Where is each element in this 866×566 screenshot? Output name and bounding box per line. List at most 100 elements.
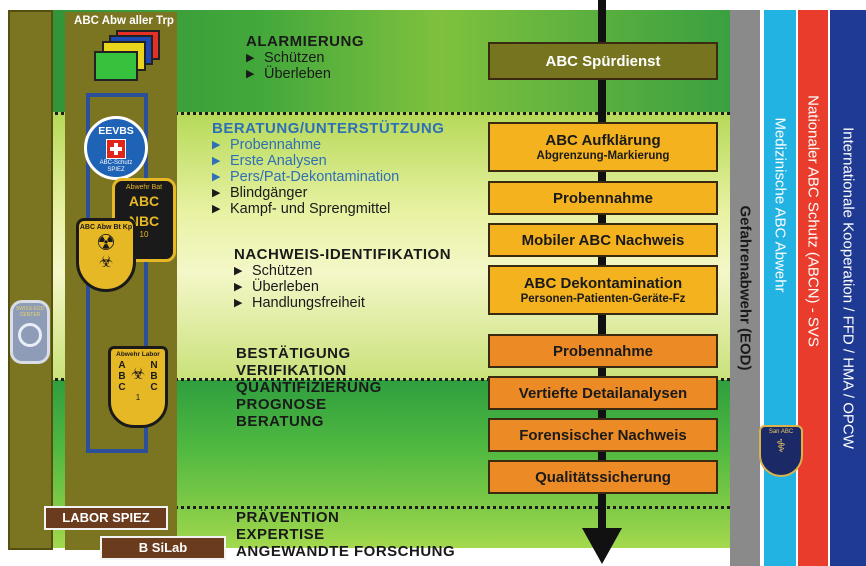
box-abc-spuerdienst: ABC Spürdienst: [488, 42, 718, 80]
list-item-text: Pers/Pat-Dekontamination: [230, 169, 400, 185]
eevbs-emblem: EEVBS ABC-Schutz SPIEZ: [84, 116, 148, 180]
list-item: ▶ Überleben: [234, 279, 451, 295]
list-item: ▶ Pers/Pat-Dekontamination: [212, 169, 444, 185]
list-item-text: Kampf- und Sprengmittel: [230, 201, 391, 217]
stripe-gefahrenabwehr: Gefahrenabwehr (EOD): [730, 10, 760, 566]
triangle-bullet-icon: ▶: [234, 281, 243, 293]
section-line: PROGNOSE: [236, 396, 327, 413]
box-qualitaetssicherung: Qualitätssicherung: [488, 460, 718, 494]
section-alarmierung: ALARMIERUNG ▶ Schützen ▶ Überleben: [246, 33, 364, 82]
box-title: Qualitätssicherung: [535, 468, 671, 486]
box-vertiefte-detailanalysen: Vertiefte Detailanalysen: [488, 376, 718, 410]
abc-abw-kp-title: ABC Abw Bt Kp: [79, 224, 133, 231]
section-line: VERIFIKATION: [236, 362, 347, 379]
box-probennahme-labor: Probennahme: [488, 334, 718, 368]
abwehr-labor-badge: Abwehr Labor A B C ☣ N B C 1: [108, 346, 168, 428]
abwehr-bat-line2: NBC: [128, 213, 160, 229]
list-item-text: Probennahme: [230, 137, 322, 153]
eod-ring-icon: [18, 323, 42, 347]
list-item: ▶ Kampf- und Sprengmittel: [212, 201, 444, 217]
stripe-internationale-kooperation: Internationale Kooperation / FFD / HMA /…: [830, 10, 866, 566]
box-mobiler-abc-nachweis: Mobiler ABC Nachweis: [488, 223, 718, 257]
list-item-text: Handlungsfreiheit: [252, 295, 365, 311]
list-item: ▶ Erste Analysen: [212, 153, 444, 169]
list-item-text: Erste Analysen: [230, 153, 327, 169]
box-title: Probennahme: [552, 189, 654, 207]
list-item: ▶ Schützen: [234, 263, 451, 279]
list-item-text: Schützen: [252, 263, 313, 279]
section-title: BERATUNG/UNTERSTÜTZUNG: [212, 120, 445, 137]
biohazard-icon: ☣: [98, 254, 114, 271]
abwehr-labor-right: N B C: [150, 360, 158, 393]
section-title: ALARMIERUNG: [246, 33, 364, 50]
triangle-bullet-icon: ▶: [212, 139, 221, 151]
section-line: BERATUNG: [236, 413, 324, 430]
section-praevention: PRÄVENTION EXPERTISE ANGEWANDTE FORSCHUN…: [236, 509, 455, 560]
pillar-label: ABC Abw aller Trp: [74, 15, 174, 27]
section-title: NACHWEIS-IDENTIFIKATION: [234, 246, 452, 263]
section-line: PRÄVENTION: [236, 509, 340, 526]
b-silab-label: B SiLab: [100, 536, 226, 560]
section-line: ANGEWANDTE FORSCHUNG: [236, 543, 456, 560]
stripe-label: Medizinische ABC Abwehr: [771, 117, 789, 293]
box-title: ABC Spürdienst: [545, 52, 661, 70]
triangle-bullet-icon: ▶: [234, 297, 243, 309]
abwehr-bat-line1: ABC: [128, 193, 160, 209]
separator-line: [8, 112, 730, 115]
separator-line: [8, 378, 730, 381]
box-title: ABC Dekontamination: [523, 274, 683, 292]
section-line: BESTÄTIGUNG: [236, 345, 351, 362]
triangle-bullet-icon: ▶: [212, 203, 221, 215]
triangle-bullet-icon: ▶: [212, 155, 221, 167]
box-title: Forensischer Nachweis: [519, 426, 687, 444]
separator-line: [8, 506, 730, 509]
stack-rect-green: [94, 51, 138, 81]
box-subtitle: Personen-Patienten-Geräte-Fz: [520, 292, 686, 305]
list-item: ▶ Handlungsfreiheit: [234, 295, 451, 311]
list-item: ▶ Überleben: [246, 66, 364, 82]
box-forensischer-nachweis: Forensischer Nachweis: [488, 418, 718, 452]
box-subtitle: Abgrenzung-Markierung: [536, 149, 670, 162]
stripe-medizinische-abc-abwehr: Medizinische ABC Abwehr: [764, 10, 796, 566]
labor-spiez-label: LABOR SPIEZ: [44, 506, 168, 530]
eevbs-subtitle: ABC-Schutz SPIEZ: [99, 160, 133, 173]
stripe-label: Nationaler ABC Schutz (ABCN) - SVS: [804, 95, 822, 348]
triangle-bullet-icon: ▶: [246, 52, 255, 64]
list-item-text: Blindgänger: [230, 185, 308, 201]
radiation-icon: ☢: [96, 230, 116, 255]
abwehr-bat-number: 10: [139, 230, 149, 239]
list-item-text: Überleben: [264, 66, 331, 82]
box-title: ABC Aufklärung: [545, 131, 661, 149]
section-bestaetigung: BESTÄTIGUNG VERIFIKATION QUANTIFIZIERUNG…: [236, 345, 382, 430]
swiss-cross-icon: [106, 139, 126, 159]
list-item: ▶ Blindgänger: [212, 185, 444, 201]
stripe-label: Gefahrenabwehr (EOD): [736, 205, 754, 371]
caduceus-icon: ⚕: [776, 436, 786, 456]
box-title: Probennahme: [552, 342, 654, 360]
box-title: Mobiler ABC Nachweis: [521, 231, 685, 249]
section-beratung: BERATUNG/UNTERSTÜTZUNG ▶ Probennahme ▶ Ers…: [212, 120, 444, 217]
list-item: ▶ Schützen: [246, 50, 364, 66]
triangle-bullet-icon: ▶: [246, 68, 255, 80]
box-probennahme: Probennahme: [488, 181, 718, 215]
list-item-text: Schützen: [264, 50, 325, 66]
list-item: ▶ Probennahme: [212, 137, 444, 153]
pillar-eod: [8, 10, 53, 550]
section-line: QUANTIFIZIERUNG: [236, 379, 382, 396]
stripe-label: Internationale Kooperation / FFD / HMA /…: [839, 127, 857, 449]
swiss-eod-center-emblem: SWISS EOD CENTER: [10, 300, 50, 364]
triangle-bullet-icon: ▶: [212, 187, 221, 199]
box-abc-aufklaerung: ABC Aufklärung Abgrenzung-Markierung: [488, 122, 718, 172]
abwehr-labor-title: Abwehr Labor: [116, 351, 160, 358]
box-abc-dekontamination: ABC Dekontamination Personen-Patienten-G…: [488, 265, 718, 315]
triangle-bullet-icon: ▶: [212, 171, 221, 183]
medical-abc-badge: San ABC ⚕: [759, 425, 803, 477]
list-item-text: Überleben: [252, 279, 319, 295]
swiss-eod-title: SWISS EOD CENTER: [15, 306, 45, 318]
abwehr-labor-left: A B C: [118, 360, 126, 393]
arrow-head-icon: [582, 528, 622, 564]
triangle-bullet-icon: ▶: [234, 265, 243, 277]
box-title: Vertiefte Detailanalysen: [518, 384, 688, 402]
section-nachweis: NACHWEIS-IDENTIFIKATION ▶ Schützen ▶ Überl…: [234, 246, 451, 311]
abwehr-labor-number: 1: [135, 393, 141, 402]
